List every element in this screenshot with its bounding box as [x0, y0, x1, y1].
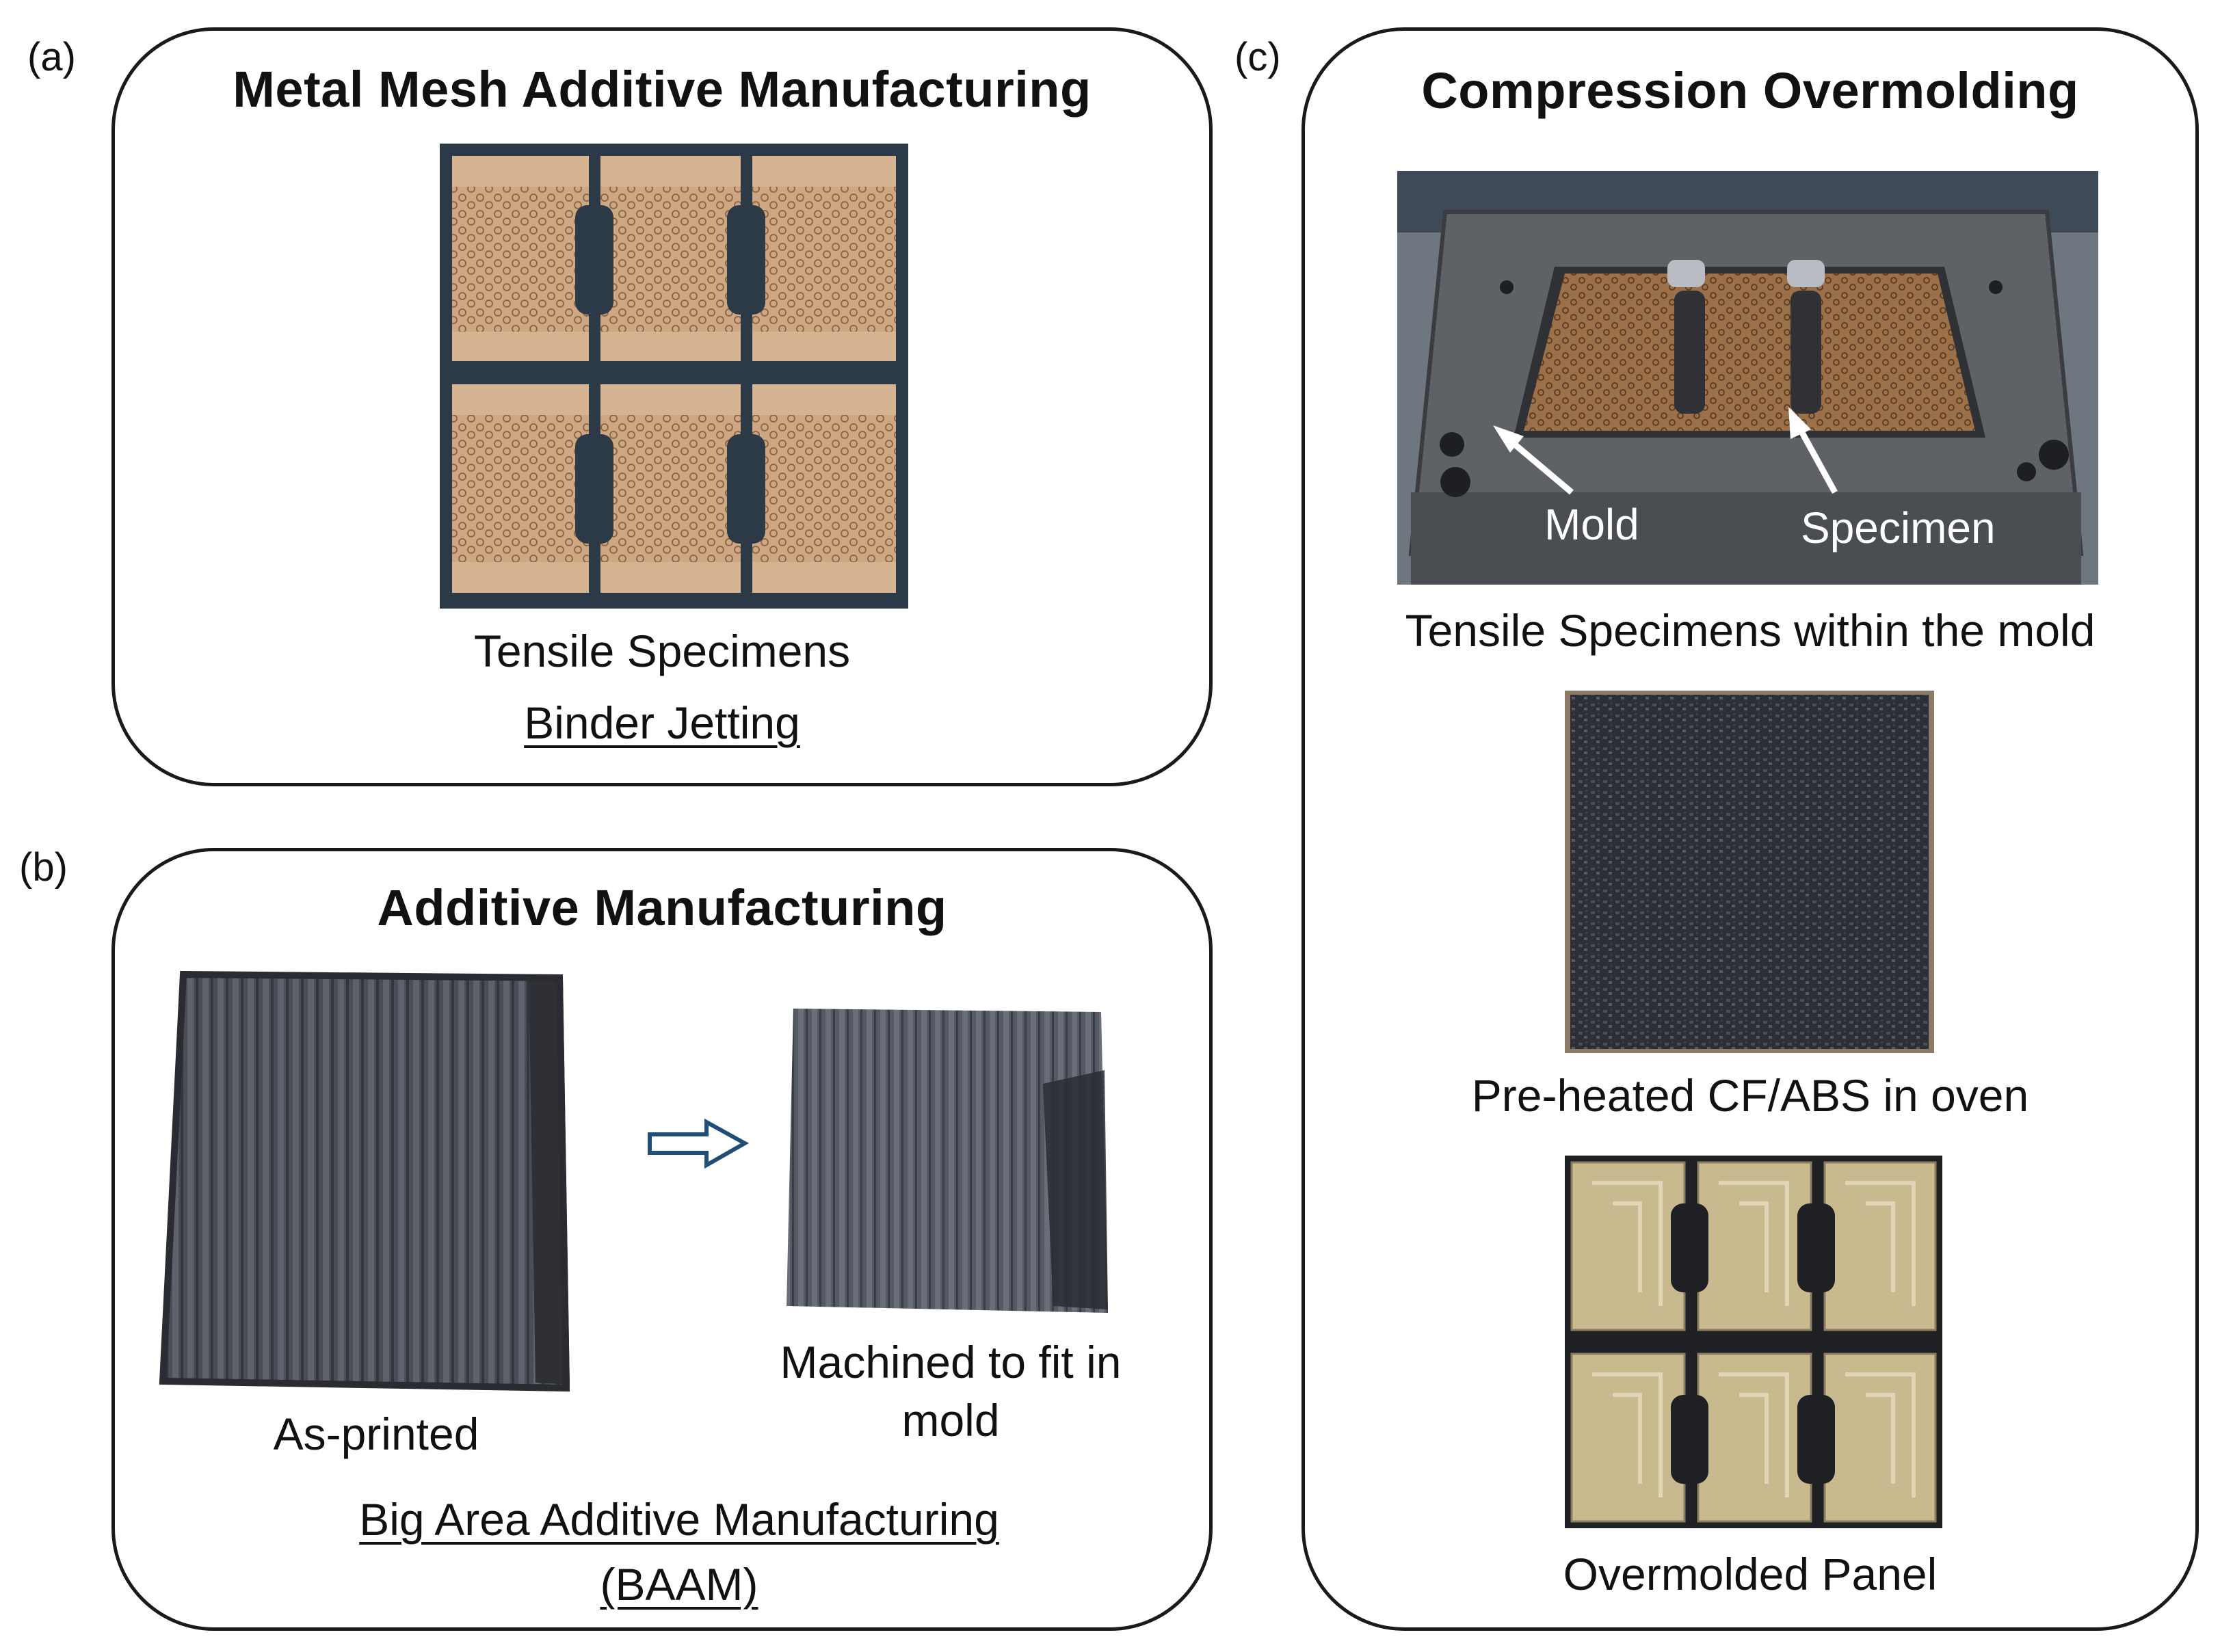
preheated-cf-abs-photo	[1565, 691, 1934, 1053]
panel-c-label: (c)	[1234, 35, 1281, 79]
panel-b-title: Additive Manufacturing	[377, 879, 947, 936]
overmolded-panel-photo	[1565, 1156, 1942, 1528]
panel-b-label: (b)	[19, 845, 68, 890]
panel-a-caption: Tensile Specimens	[473, 626, 851, 676]
mold-with-specimens-photo: Mold Specimen	[1397, 171, 2098, 585]
process-arrow-icon	[646, 1118, 750, 1169]
panel-b-process-line1: Big Area Additive Manufacturing	[359, 1494, 999, 1545]
panel-a-title: Metal Mesh Additive Manufacturing	[233, 61, 1092, 118]
panel-b-process-line2: (BAAM)	[600, 1559, 758, 1610]
mold-label: Mold	[1544, 500, 1639, 549]
panel-c-caption-2: Pre-heated CF/ABS in oven	[1471, 1070, 2029, 1121]
panel-a-process: Binder Jetting	[524, 697, 800, 748]
binder-jetting-specimens-photo	[440, 144, 908, 609]
panel-c-caption-1: Tensile Specimens within the mold	[1405, 605, 2096, 656]
as-printed-baam-photo	[156, 964, 587, 1402]
panel-a-label: (a)	[27, 35, 76, 79]
machined-caption-line1: Machined to fit in	[780, 1337, 1122, 1387]
machined-baam-photo	[783, 1002, 1111, 1316]
specimen-label: Specimen	[1801, 503, 1996, 552]
panel-c-caption-3: Overmolded Panel	[1563, 1549, 1938, 1599]
as-printed-caption: As-printed	[273, 1409, 479, 1459]
machined-caption-line2: mold	[901, 1395, 1000, 1446]
panel-c-title: Compression Overmolding	[1421, 62, 2079, 119]
